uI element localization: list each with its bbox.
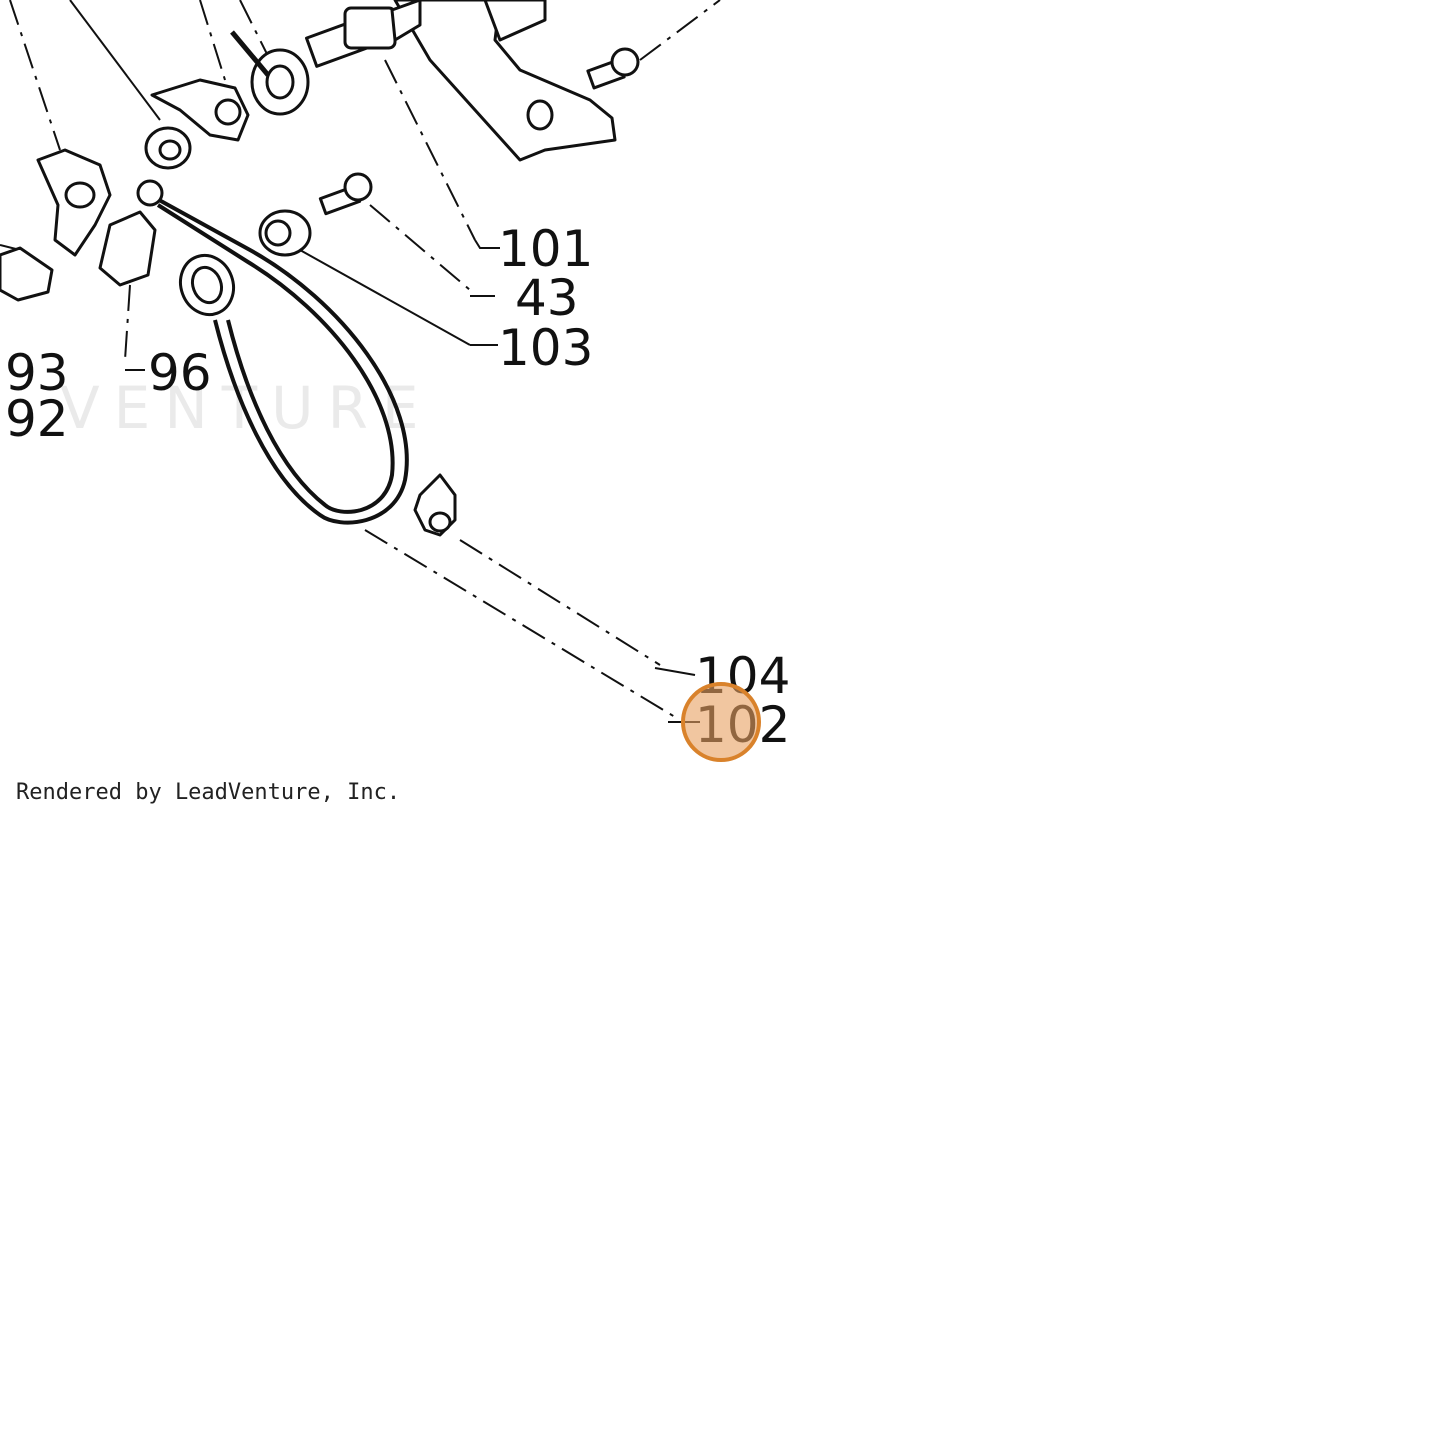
callout-103: 103 [498, 319, 593, 377]
watermark-text: VENTURE [60, 374, 433, 442]
cable-102 [136, 179, 409, 525]
bolt-101 [304, 0, 422, 68]
bushing-103 [258, 209, 312, 257]
highlight-marker[interactable] [681, 682, 761, 762]
callout-96: 96 [148, 344, 212, 402]
bolt-43 [318, 172, 373, 216]
callout-labels: 101 43 103 93 92 96 104 102 [5, 220, 790, 754]
callout-93: 93 [5, 344, 69, 402]
small-bolt-top [586, 47, 640, 90]
lever-part [150, 78, 250, 142]
block-part-96 [98, 210, 157, 287]
leader-lines [0, 0, 721, 723]
pulley-part [230, 30, 310, 116]
callout-92: 92 [5, 390, 69, 448]
render-credit: Rendered by LeadVenture, Inc. [16, 780, 401, 805]
callout-101: 101 [498, 220, 593, 278]
block-part-93 [0, 246, 54, 302]
callout-43: 43 [515, 269, 579, 327]
wing-part [36, 148, 112, 257]
bracket-part [393, 0, 617, 162]
washer-part [144, 126, 192, 170]
clamp-104 [413, 473, 457, 537]
